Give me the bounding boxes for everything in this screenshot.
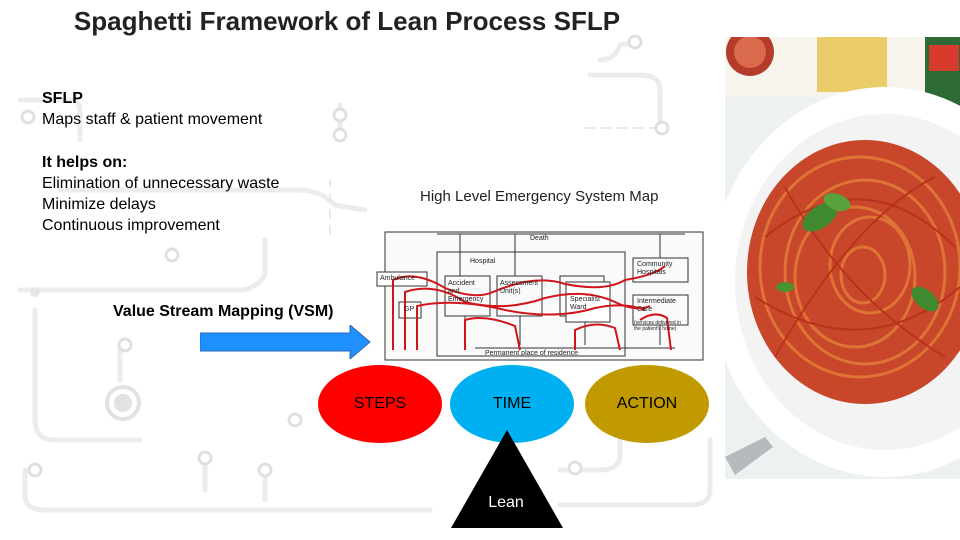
action-label: ACTION [616, 395, 678, 412]
map-label-death: Death [530, 235, 549, 242]
time-ellipse: TIME [450, 365, 574, 443]
intro-heading: SFLP [42, 90, 83, 107]
lean-label: Lean [488, 494, 524, 511]
slide-title: Spaghetti Framework of Lean Process SFLP [73, 6, 621, 36]
map-label-intermediate-care: Intermediate Care [637, 298, 676, 313]
helps-block: It helps on: Elimination of unnecessary … [42, 152, 279, 236]
intro-text: Maps staff & patient movement [42, 111, 263, 128]
time-label: TIME [492, 395, 532, 412]
emergency-system-map: High Level Emergency System Map [375, 180, 705, 362]
intro-block: SFLP Maps staff & patient movement [42, 88, 262, 130]
map-label-ambulance: Ambulance [380, 275, 416, 282]
map-label-residence: Permanent place of residence [485, 350, 578, 357]
map-label-specialist-ward: Specialist Ward [570, 296, 600, 311]
steps-label: STEPS [353, 395, 407, 412]
right-arrow-icon [200, 325, 371, 359]
helps-item: Minimize delays [42, 196, 156, 213]
map-diagram [376, 231, 704, 361]
helps-heading: It helps on: [42, 154, 128, 171]
helps-item: Continuous improvement [42, 217, 220, 234]
map-label-assessment-units: Assessment Unit(s) [500, 280, 539, 295]
map-label-community-hospital: Community Hospitals [637, 261, 673, 276]
helps-item: Elimination of unnecessary waste [42, 175, 280, 192]
spaghetti-illustration [725, 37, 960, 479]
steps-ellipse: STEPS [318, 365, 442, 443]
lean-triangle [451, 430, 563, 528]
map-label-accident-emergency: Accident and Emergency [448, 280, 484, 303]
map-label-intermediate-note: (services delivered in the patient's hom… [634, 320, 681, 332]
action-ellipse: ACTION [585, 365, 709, 443]
map-label-gp: GP [404, 306, 415, 313]
spaghetti-plate-image [725, 37, 960, 479]
map-title: High Level Emergency System Map [420, 188, 659, 205]
map-label-hospital: Hospital [470, 258, 496, 265]
vsm-label: Value Stream Mapping (VSM) [113, 303, 334, 320]
